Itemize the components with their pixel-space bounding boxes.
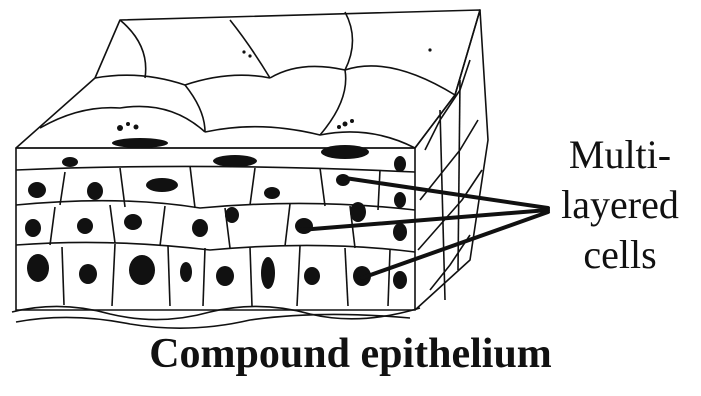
front-face-outline	[16, 148, 415, 310]
surface-granules	[117, 48, 432, 131]
pointer-lines	[300, 178, 548, 278]
label-line-3: cells	[540, 230, 700, 280]
label-line-1: Multi-	[540, 130, 700, 180]
label-line-2: layered	[540, 180, 700, 230]
cell-nuclei	[25, 138, 407, 289]
surface-squamous-layer	[16, 10, 480, 148]
cell-boundaries	[16, 166, 415, 306]
side-face	[415, 10, 488, 310]
diagram-caption: Compound epithelium	[0, 330, 701, 378]
multi-layered-cells-label: Multi- layered cells	[540, 130, 700, 280]
